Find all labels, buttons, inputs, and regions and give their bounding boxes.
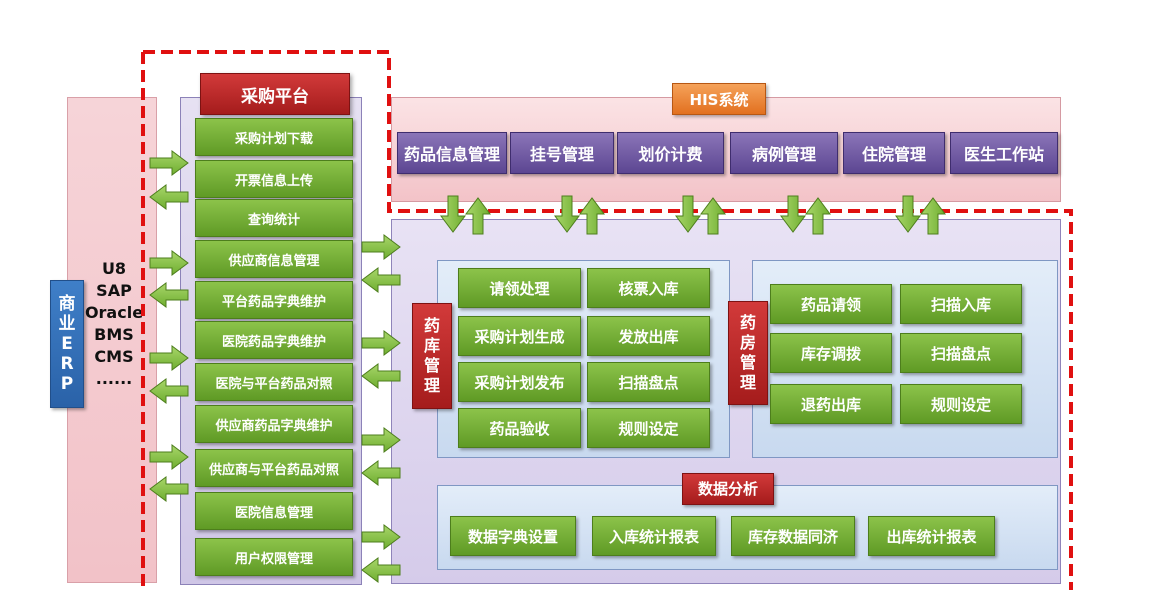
erp-tag: 商 业 E R P [50,280,84,408]
warehouse-item[interactable]: 药品验收 [458,408,581,448]
warehouse-item[interactable]: 扫描盘点 [587,362,710,402]
procurement-item[interactable]: 开票信息上传 [195,160,353,198]
procurement-item[interactable]: 采购计划下载 [195,118,353,156]
erp-system: Oracle [84,303,144,322]
warehouse-tag-char: 库 [423,336,440,355]
analysis-item[interactable]: 库存数据同济 [731,516,855,556]
his-module[interactable]: 病例管理 [730,132,838,174]
warehouse-item[interactable]: 请领处理 [458,268,581,308]
pharmacy-item[interactable]: 退药出库 [770,384,892,424]
pharmacy-item[interactable]: 扫描盘点 [900,333,1022,373]
procurement-title: 采购平台 [200,73,350,115]
procurement-item[interactable]: 医院与平台药品对照 [195,363,353,401]
erp-system: SAP [96,281,132,300]
warehouse-tag-char: 理 [423,376,440,395]
procurement-item[interactable]: 医院信息管理 [195,492,353,530]
erp-systems-list: U8 SAP Oracle BMS CMS ...... [82,258,146,390]
pharmacy-tag-char: 药 [739,313,756,332]
his-module[interactable]: 挂号管理 [510,132,614,174]
erp-tag-char: R [60,354,74,374]
procurement-item[interactable]: 供应商信息管理 [195,240,353,278]
erp-system: CMS [94,347,134,366]
analysis-item[interactable]: 入库统计报表 [592,516,716,556]
erp-system: BMS [94,325,134,344]
pharmacy-item[interactable]: 库存调拨 [770,333,892,373]
warehouse-item[interactable]: 核票入库 [587,268,710,308]
erp-system: U8 [101,259,127,278]
warehouse-tag: 药 库 管 理 [412,303,452,409]
his-module[interactable]: 划价计费 [617,132,724,174]
his-module[interactable]: 药品信息管理 [397,132,507,174]
warehouse-item[interactable]: 采购计划发布 [458,362,581,402]
procurement-item[interactable]: 供应商药品字典维护 [195,405,353,443]
warehouse-item[interactable]: 规则设定 [587,408,710,448]
procurement-item[interactable]: 供应商与平台药品对照 [195,449,353,487]
erp-tag-char: E [61,334,73,354]
pharmacy-tag-char: 房 [739,333,756,352]
warehouse-tag-char: 管 [423,356,440,375]
pharmacy-tag: 药 房 管 理 [728,301,768,405]
analysis-item[interactable]: 数据字典设置 [450,516,576,556]
warehouse-item[interactable]: 采购计划生成 [458,316,581,356]
erp-tag-char: P [60,374,74,394]
procurement-item[interactable]: 查询统计 [195,199,353,237]
erp-tag-char: 商 [58,294,76,314]
procurement-item[interactable]: 用户权限管理 [195,538,353,576]
his-title: HIS系统 [672,83,766,115]
procurement-item[interactable]: 平台药品字典维护 [195,281,353,319]
pharmacy-item[interactable]: 扫描入库 [900,284,1022,324]
analysis-item[interactable]: 出库统计报表 [868,516,995,556]
erp-tag-char: 业 [58,314,76,334]
warehouse-tag-char: 药 [423,316,440,335]
his-module[interactable]: 住院管理 [843,132,945,174]
warehouse-item[interactable]: 发放出库 [587,316,710,356]
pharmacy-item[interactable]: 规则设定 [900,384,1022,424]
his-module[interactable]: 医生工作站 [950,132,1058,174]
erp-system: ...... [95,369,133,388]
pharmacy-tag-char: 管 [739,353,756,372]
pharmacy-tag-char: 理 [739,373,756,392]
pharmacy-item[interactable]: 药品请领 [770,284,892,324]
analysis-title: 数据分析 [682,473,774,505]
procurement-item[interactable]: 医院药品字典维护 [195,321,353,359]
